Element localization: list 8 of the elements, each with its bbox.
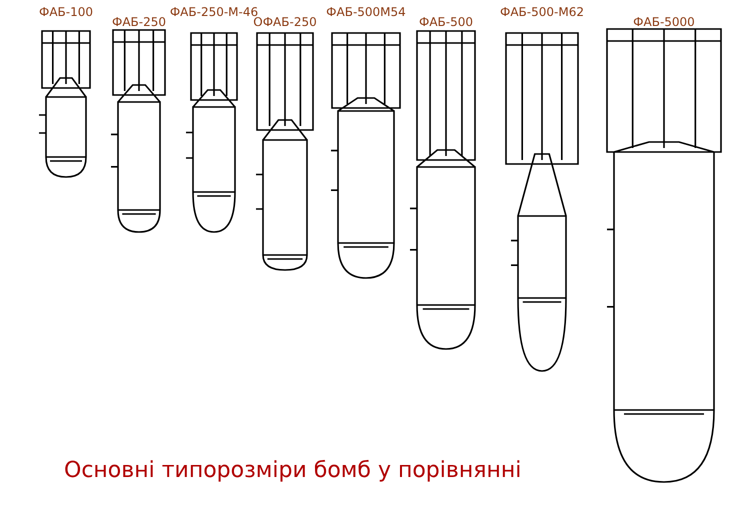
bomb-label: ФАБ-500М54 — [326, 5, 406, 19]
bomb-label: ФАБ-500-М62 — [500, 5, 584, 19]
bomb-label: ФАБ-500 — [418, 15, 473, 29]
diagram-title: Основні типорозміри бомб у порівнянні — [64, 458, 522, 483]
bomb-label: ФАБ-250 — [112, 15, 166, 29]
bomb-label: ФАБ-100 — [38, 5, 93, 19]
bomb-label: ФАБ-5000 — [633, 15, 695, 29]
bomb-label: ОФАБ-250 — [253, 15, 317, 29]
